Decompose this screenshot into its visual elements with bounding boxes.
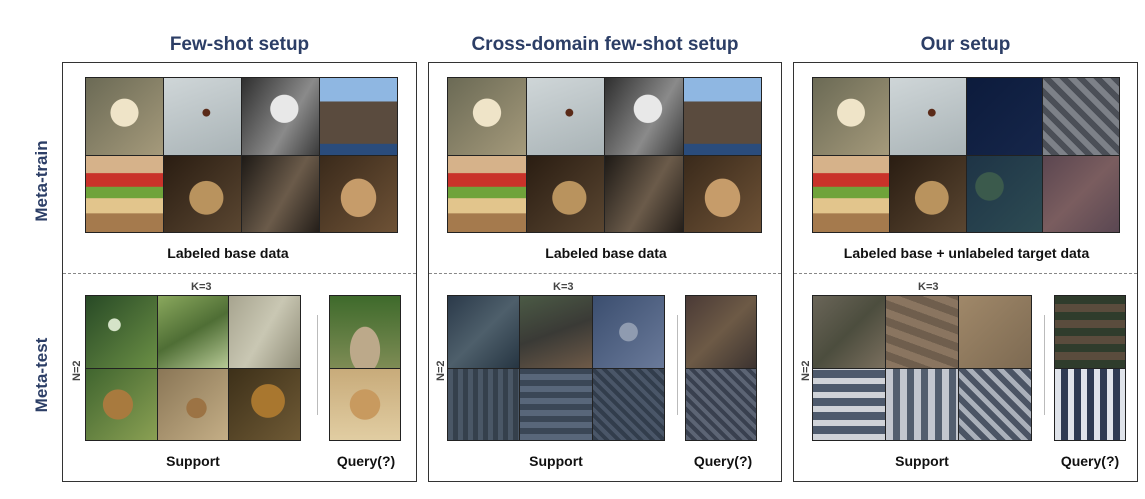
satellite-image xyxy=(1043,155,1119,232)
triceratops-image xyxy=(320,155,397,232)
aerial-image xyxy=(813,368,885,440)
lion-image xyxy=(330,368,400,440)
support-image-grid xyxy=(812,295,1032,441)
dog-image xyxy=(86,78,163,155)
burger-image xyxy=(448,155,526,232)
meta-train-image-grid xyxy=(85,77,398,233)
row-label-meta-train: Meta-train xyxy=(32,140,51,222)
meta-train-image-grid xyxy=(447,77,762,233)
panel-cross-domain: Labeled base data K=3 N=2 Support Query(… xyxy=(428,62,782,482)
title-our-setup: Our setup xyxy=(920,34,1011,55)
support-caption: Support xyxy=(166,453,220,469)
n-label: N=2 xyxy=(71,360,83,382)
k-label: K=3 xyxy=(191,281,212,293)
lion-image xyxy=(157,368,229,440)
dinosaur-image xyxy=(889,155,966,232)
support-query-separator xyxy=(1044,315,1045,415)
support-caption: Support xyxy=(895,453,949,469)
meta-train-image-grid xyxy=(812,77,1120,233)
aerial-image xyxy=(592,368,664,440)
query-caption: Query(?) xyxy=(336,453,396,469)
lion-image xyxy=(86,368,157,440)
aerial-image xyxy=(448,296,520,368)
panel-few-shot: Labeled base data K=3 N=2 Support Query(… xyxy=(62,62,417,482)
query-image-grid xyxy=(685,295,757,441)
train-test-divider xyxy=(429,273,781,274)
aerial-image xyxy=(592,296,664,368)
insect-image xyxy=(86,296,157,368)
burger-image xyxy=(86,155,163,232)
n-label: N=2 xyxy=(435,360,447,382)
train-test-divider xyxy=(794,273,1137,274)
aerial-image xyxy=(886,296,958,368)
k-label: K=3 xyxy=(918,281,939,293)
train-test-divider xyxy=(63,273,416,274)
satellite-image xyxy=(1043,78,1119,155)
lion-image xyxy=(229,368,300,440)
aerial-image xyxy=(448,368,520,440)
support-image-grid xyxy=(447,295,665,441)
satellite-image xyxy=(966,155,1043,232)
support-query-separator xyxy=(677,315,678,415)
triceratops-image xyxy=(683,155,761,232)
bark-image xyxy=(229,296,300,368)
base-data-caption: Labeled base data xyxy=(545,245,667,261)
base-data-caption: Labeled base data xyxy=(167,245,289,261)
aerial-image xyxy=(959,296,1031,368)
dog-image xyxy=(813,78,889,155)
spider-image xyxy=(164,78,241,155)
satellite-image xyxy=(966,78,1043,155)
branch-image xyxy=(157,296,229,368)
k-label: K=3 xyxy=(553,281,574,293)
aerial-image xyxy=(1055,368,1125,440)
title-cross-domain: Cross-domain few-shot setup xyxy=(471,34,739,55)
support-caption: Support xyxy=(529,453,583,469)
grass-image xyxy=(330,296,400,368)
aerial-image xyxy=(520,368,592,440)
aerial-image xyxy=(886,368,958,440)
query-caption: Query(?) xyxy=(1060,453,1120,469)
spider-image xyxy=(526,78,604,155)
row-label-meta-test: Meta-test xyxy=(32,337,51,413)
aerial-image xyxy=(1055,296,1125,368)
aerial-image xyxy=(520,296,592,368)
dinosaur-image xyxy=(526,155,604,232)
support-image-grid xyxy=(85,295,301,441)
support-query-separator xyxy=(317,315,318,415)
burger-image xyxy=(813,155,889,232)
base-data-caption: Labeled base + unlabeled target data xyxy=(843,245,1090,261)
gallery-image xyxy=(605,155,683,232)
aerial-image xyxy=(813,296,885,368)
aerial-image xyxy=(959,368,1031,440)
aerial-image xyxy=(686,368,756,440)
query-image-grid xyxy=(1054,295,1126,441)
n-label: N=2 xyxy=(800,360,812,382)
aerial-image xyxy=(686,296,756,368)
person-image xyxy=(605,78,683,155)
cliff-image xyxy=(320,78,397,155)
panel-our-setup: Labeled base + unlabeled target data K=3… xyxy=(793,62,1138,482)
title-few-shot: Few-shot setup xyxy=(169,34,310,55)
query-image-grid xyxy=(329,295,401,441)
dog-image xyxy=(448,78,526,155)
query-caption: Query(?) xyxy=(693,453,753,469)
dinosaur-image xyxy=(164,155,241,232)
gallery-image xyxy=(242,155,319,232)
person-image xyxy=(242,78,319,155)
cliff-image xyxy=(683,78,761,155)
spider-image xyxy=(889,78,966,155)
